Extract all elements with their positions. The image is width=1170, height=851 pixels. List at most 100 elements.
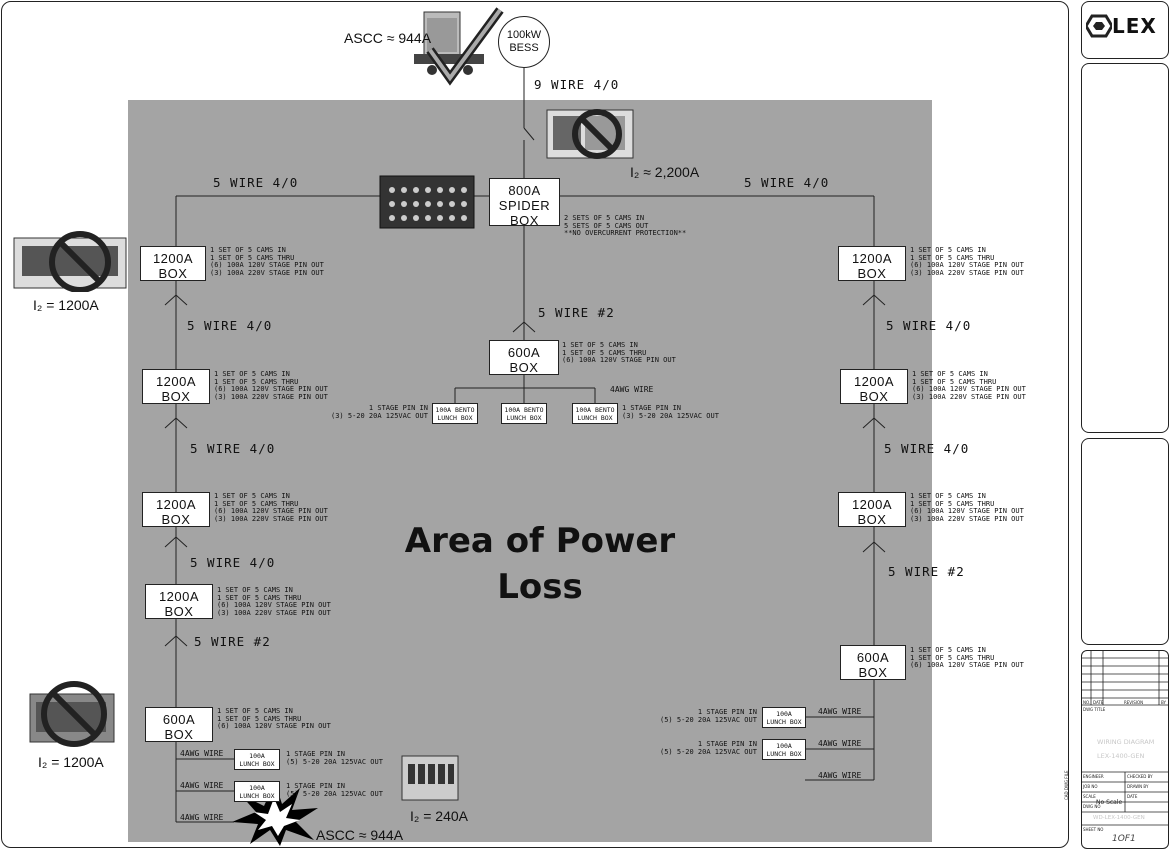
awg-label-center: 4AWG WIRE bbox=[610, 385, 654, 394]
box-note-left-1: 1 SET OF 5 CAMS IN 1 SET OF 5 CAMS THRU … bbox=[210, 246, 324, 277]
box-note-600-left: 1 SET OF 5 CAMS IN 1 SET OF 5 CAMS THRU … bbox=[217, 707, 331, 731]
box-note-600-right: 1 SET OF 5 CAMS IN 1 SET OF 5 CAMS THRU … bbox=[910, 646, 1024, 670]
spider-box-icon bbox=[379, 175, 475, 229]
dwg-no-value: WD-LEX-1400-GEN bbox=[1093, 815, 1145, 821]
bento-rating: 100A BENTO bbox=[435, 406, 475, 414]
generator-current-label: I₂ ≈ 2,200A bbox=[630, 164, 700, 180]
box-rating: 1200A bbox=[155, 497, 197, 512]
wire-label-left-4: 5 WIRE #2 bbox=[194, 634, 271, 649]
box-rating: 600A bbox=[856, 650, 890, 665]
box-label: BOX bbox=[164, 727, 194, 742]
spider-box-rating: 800A bbox=[508, 183, 541, 198]
box-note-600-center: 1 SET OF 5 CAMS IN 1 SET OF 5 CAMS THRU … bbox=[562, 341, 676, 365]
wire-label-left-1: 5 WIRE 4/0 bbox=[187, 318, 273, 333]
lunch-label: LUNCH BOX bbox=[766, 718, 802, 726]
awg-label-right-3: 4AWG WIRE bbox=[818, 771, 862, 780]
wire-label-center: 5 WIRE #2 bbox=[538, 305, 615, 320]
lunch-box-icon bbox=[401, 755, 459, 801]
spider-box-note: 2 SETS OF 5 CAMS IN 5 SETS OF 5 CAMS OUT… bbox=[564, 214, 687, 238]
box-note-right-1: 1 SET OF 5 CAMS IN 1 SET OF 5 CAMS THRU … bbox=[910, 246, 1024, 277]
box-note-left-3: 1 SET OF 5 CAMS IN 1 SET OF 5 CAMS THRU … bbox=[214, 492, 328, 523]
box-label: BOX bbox=[857, 512, 887, 527]
drawn-by-label: DRAWN BY bbox=[1127, 784, 1149, 789]
bento-note-left: 1 STAGE PIN IN (3) 5-20 20A 125VAC OUT bbox=[331, 404, 428, 420]
scale-value: No Scale bbox=[1096, 799, 1123, 806]
distro-bottom-current-label: I₂ = 1200A bbox=[38, 754, 104, 770]
lex-logo-icon bbox=[1086, 14, 1112, 38]
box-label: BOX bbox=[858, 665, 888, 680]
distro-top-current-label: I₂ = 1200A bbox=[33, 297, 99, 313]
spider-box-type: SPIDER bbox=[498, 198, 551, 213]
lunch-rating: 100A bbox=[776, 710, 792, 718]
dwg-no-label: DWG NO bbox=[1083, 804, 1101, 809]
box-rating: 1200A bbox=[158, 589, 200, 604]
lunch-label: LUNCH BOX bbox=[239, 792, 275, 800]
date-label: DATE bbox=[1127, 794, 1138, 799]
bento-rating: 100A BENTO bbox=[575, 406, 615, 414]
explosion-icon bbox=[232, 782, 318, 846]
drawing-frame bbox=[1, 1, 1069, 848]
awg-label-left-1: 4AWG WIRE bbox=[180, 749, 224, 758]
bento-note-right: 1 STAGE PIN IN (3) 5-20 20A 125VAC OUT bbox=[622, 404, 719, 420]
bess-cabinet-icon bbox=[414, 7, 504, 86]
box-label: BOX bbox=[164, 604, 194, 619]
title-block-logo-panel bbox=[1081, 1, 1169, 59]
ascc-top-label: ASCC ≈ 944A bbox=[344, 30, 432, 46]
rev-by-header: BY bbox=[1161, 700, 1166, 705]
wire-label-top-right: 5 WIRE 4/0 bbox=[744, 175, 830, 190]
box-note-left-2: 1 SET OF 5 CAMS IN 1 SET OF 5 CAMS THRU … bbox=[214, 370, 328, 401]
box-rating: 1200A bbox=[152, 251, 194, 266]
box-rating: 1200A bbox=[851, 497, 893, 512]
title-block-panel-1 bbox=[1081, 63, 1169, 433]
box-note-right-3: 1 SET OF 5 CAMS IN 1 SET OF 5 CAMS THRU … bbox=[910, 492, 1024, 523]
generator-icon bbox=[546, 109, 634, 159]
bento-rating: 100A BENTO bbox=[504, 406, 544, 414]
box-label: BOX bbox=[509, 360, 539, 375]
rev-date-header: DATE bbox=[1093, 700, 1104, 705]
wire-label-top-left: 5 WIRE 4/0 bbox=[213, 175, 299, 190]
lunch-note-right-2: 1 STAGE PIN IN (5) 5-20 20A 125VAC OUT bbox=[660, 740, 757, 756]
lunch-rating: 100A bbox=[249, 784, 265, 792]
bento-label: LUNCH BOX bbox=[437, 414, 473, 422]
title-block-grid bbox=[1081, 650, 1169, 826]
lunch-rating: 100A bbox=[249, 752, 265, 760]
spider-box-label: BOX bbox=[510, 213, 539, 228]
wire-label-right-1: 5 WIRE 4/0 bbox=[886, 318, 972, 333]
checked-by-label: CHECKED BY bbox=[1127, 774, 1153, 779]
bess-circle: 100kW BESS bbox=[498, 16, 550, 68]
spider-box: 800A SPIDER BOX bbox=[489, 178, 560, 228]
lunch-note-left-1: 1 STAGE PIN IN (5) 5-20 20A 125VAC OUT bbox=[286, 750, 383, 766]
area-of-power-loss-title: Area of Power Loss bbox=[380, 518, 700, 610]
awg-label-left-2: 4AWG WIRE bbox=[180, 781, 224, 790]
lunch-label: LUNCH BOX bbox=[766, 750, 802, 758]
engineer-label: ENGINEER bbox=[1083, 774, 1104, 779]
rev-no-header: NO. bbox=[1083, 700, 1091, 705]
lunch-current-label: I₂ = 240A bbox=[410, 808, 468, 824]
box-note-left-4: 1 SET OF 5 CAMS IN 1 SET OF 5 CAMS THRU … bbox=[217, 586, 331, 617]
wire-label-right-3: 5 WIRE #2 bbox=[888, 564, 965, 579]
wire-label-bess: 9 WIRE 4/0 bbox=[534, 77, 620, 92]
box-label: BOX bbox=[857, 266, 887, 281]
lunch-note-right-1: 1 STAGE PIN IN (5) 5-20 20A 125VAC OUT bbox=[660, 708, 757, 724]
awg-label-right-1: 4AWG WIRE bbox=[818, 707, 862, 716]
job-no-label: JOB NO bbox=[1083, 784, 1098, 789]
drawing-title-line-2: LEX-1400-GEN bbox=[1097, 752, 1145, 760]
box-label: BOX bbox=[161, 512, 191, 527]
wire-label-left-2: 5 WIRE 4/0 bbox=[190, 441, 276, 456]
lunch-rating: 100A bbox=[776, 742, 792, 750]
bess-label-1: 100kW bbox=[506, 29, 542, 41]
drawing-title-line-1: WIRING DIAGRAM bbox=[1097, 738, 1155, 746]
box-label: BOX bbox=[158, 266, 188, 281]
